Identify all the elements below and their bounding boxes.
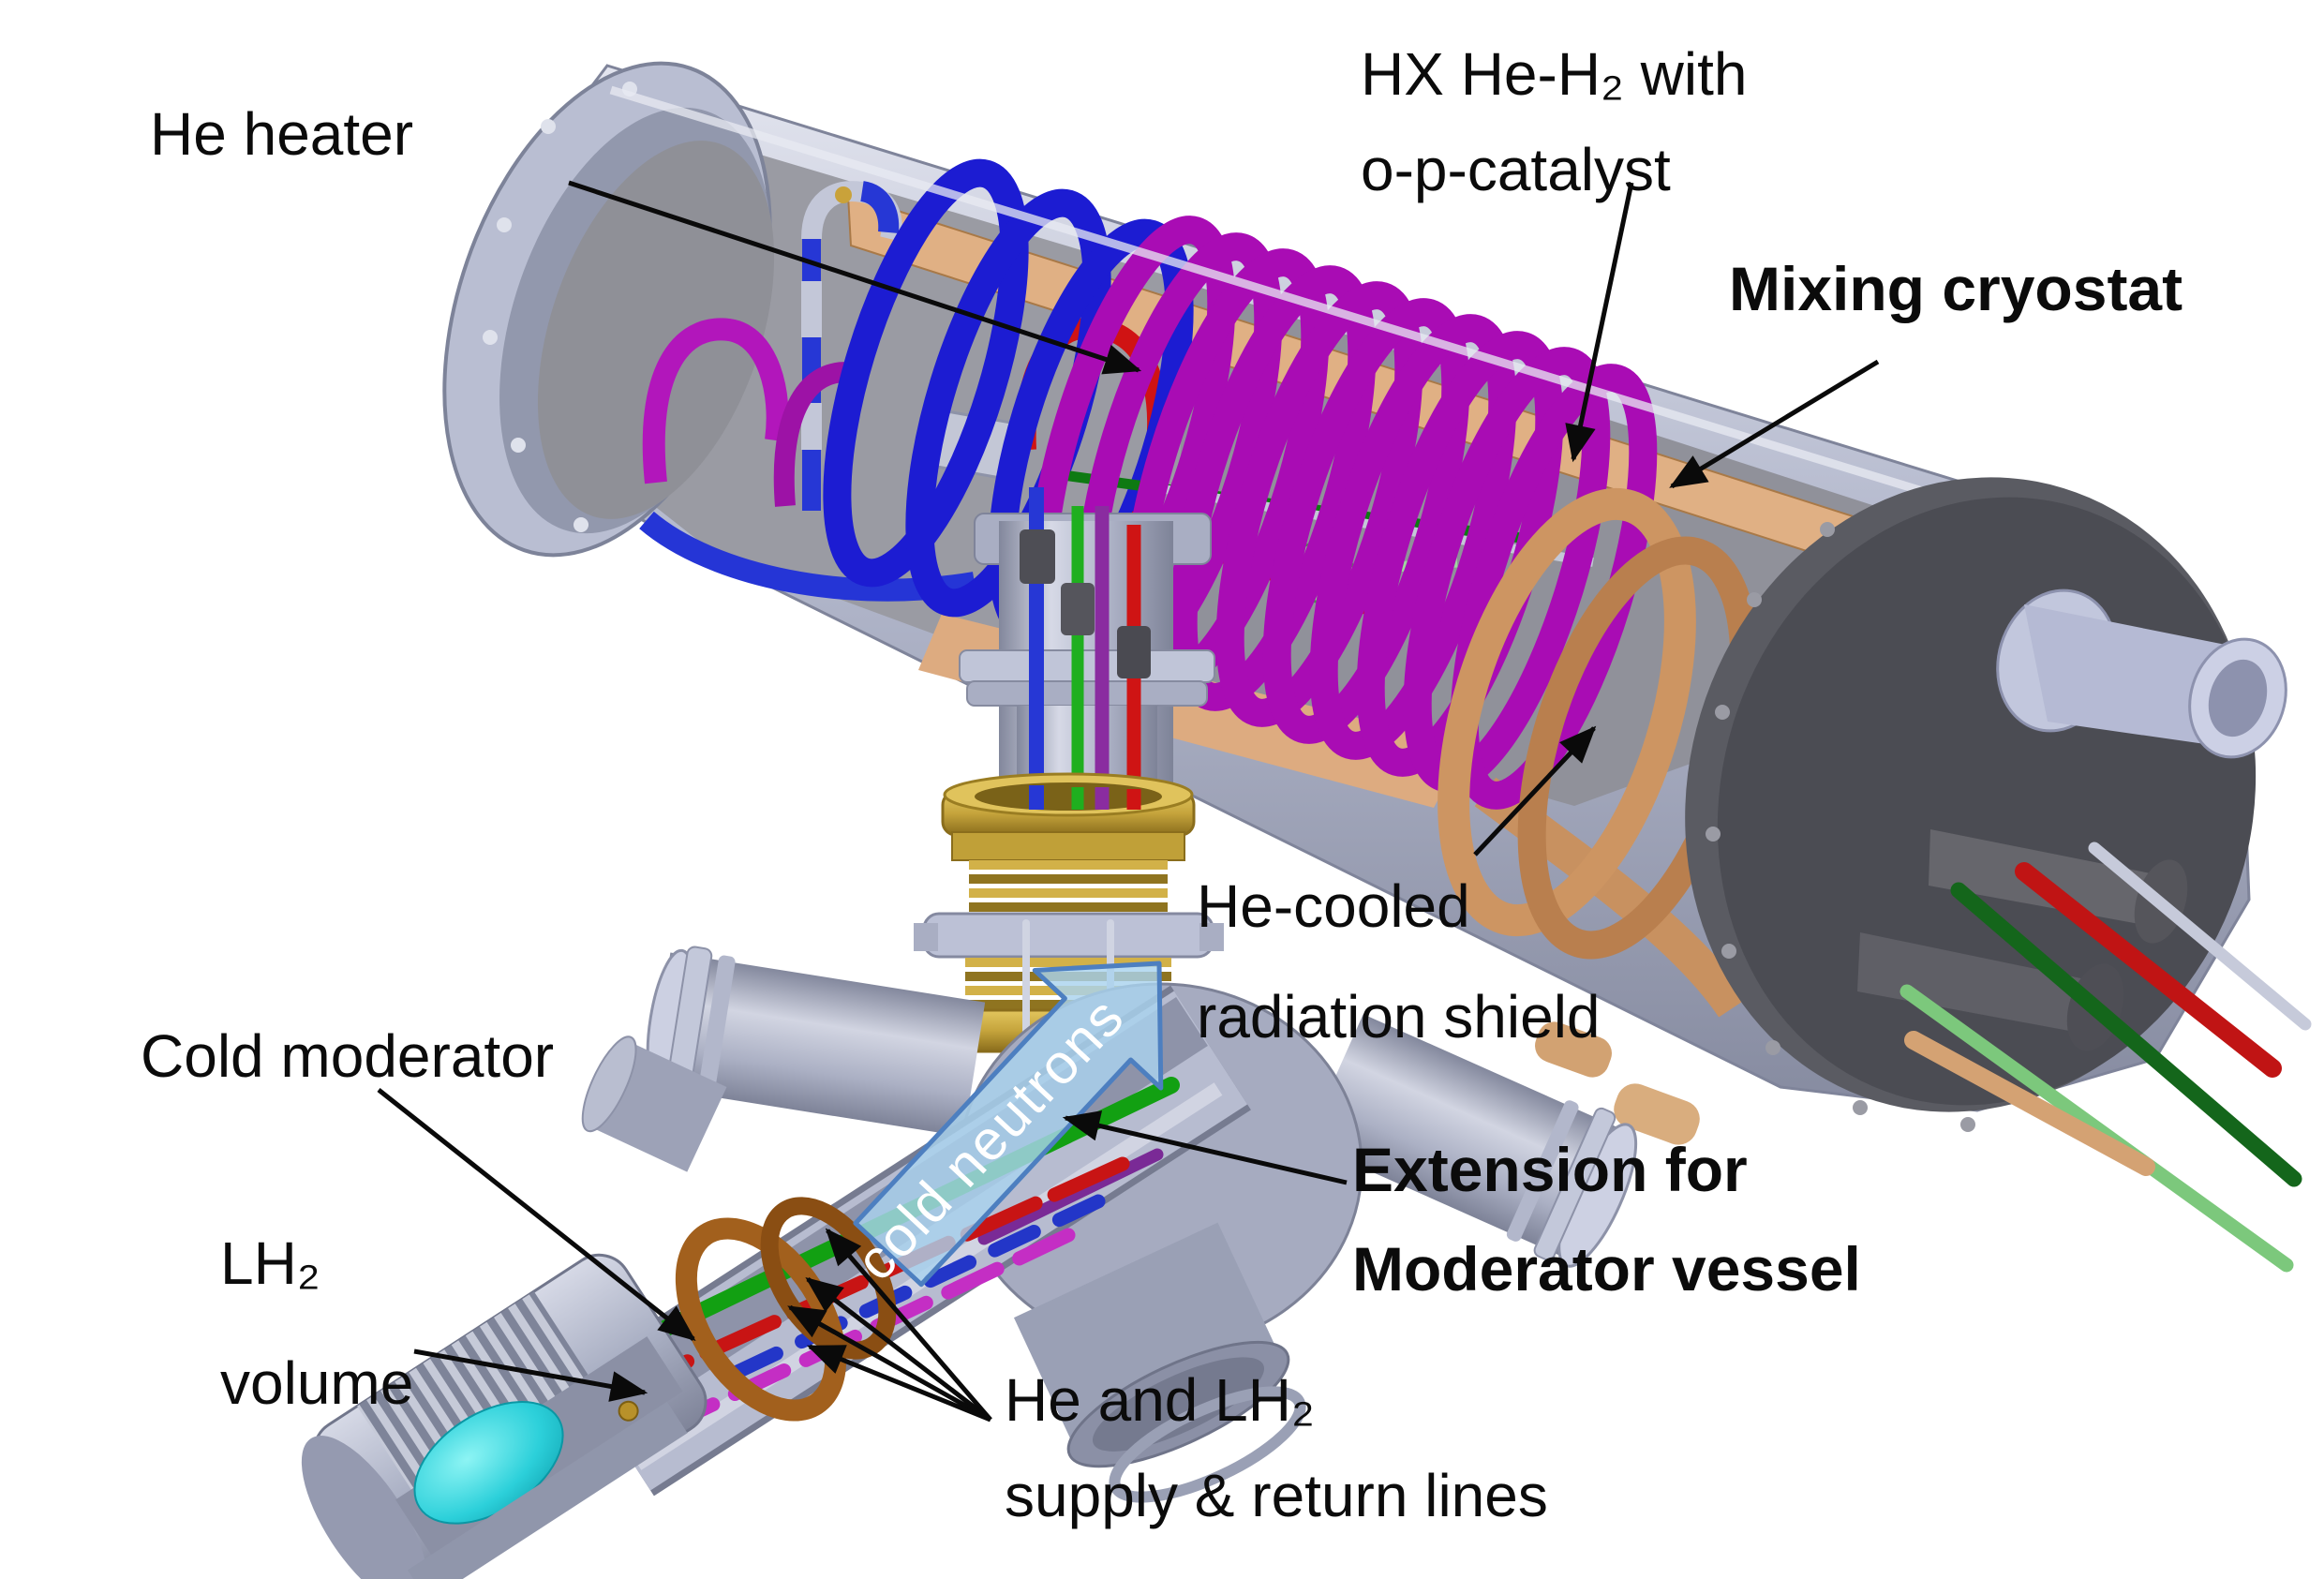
extension-cross-vessel <box>581 946 1638 1503</box>
label-extension-moderator-vessel: Extension for Moderator vessel <box>1352 1135 1861 1303</box>
mixing-cryostat <box>442 61 2312 1273</box>
cryostat-exit-tubes <box>1899 842 2312 1273</box>
shell-highlight <box>609 85 2090 546</box>
leader-hx-he-h2-catalyst <box>1565 182 1634 463</box>
cross-right-port <box>1305 1014 1638 1268</box>
leader-supply-return-lines-3 <box>787 1304 992 1423</box>
label-supply-return-lines: He and LH₂ supply & return lines <box>1005 1366 1548 1530</box>
cross-left-port <box>646 946 986 1137</box>
leader-supply-return-lines-4 <box>806 1344 991 1423</box>
label-mixing-cryostat: Mixing cryostat <box>1729 254 2183 323</box>
bronze-ring-small <box>760 1197 897 1360</box>
leader-lh2-volume <box>413 1348 648 1402</box>
label-lh2-volume: LH₂ volume <box>220 1229 414 1417</box>
leader-he-cooled-radiation-shield <box>1473 725 1597 857</box>
leader-he-heater <box>568 180 1142 375</box>
cryostat-left-flange <box>442 61 775 558</box>
leader-cold-moderator <box>377 1088 696 1342</box>
leader-supply-return-lines-1 <box>825 1228 992 1422</box>
leader-supply-return-lines-2 <box>805 1276 992 1422</box>
leader-mixing-cryostat <box>1669 359 1880 489</box>
cross-left-stub <box>581 1035 727 1172</box>
cold-neutrons-arrow <box>853 961 1164 1288</box>
leader-extension-moderator-vessel <box>1062 1110 1348 1185</box>
label-hx-he-h2-catalyst: HX He-H₂ with o-p-catalyst <box>1361 40 1748 204</box>
vessel-bolt <box>618 1400 639 1422</box>
label-he-cooled-radiation-shield: He-cooled radiation shield <box>1197 872 1601 1051</box>
moderator-fins <box>357 1291 588 1490</box>
label-he-heater: He heater <box>150 100 414 168</box>
label-cold-moderator: Cold moderator <box>141 1022 555 1090</box>
cross-bottom-port <box>1013 1222 1306 1503</box>
